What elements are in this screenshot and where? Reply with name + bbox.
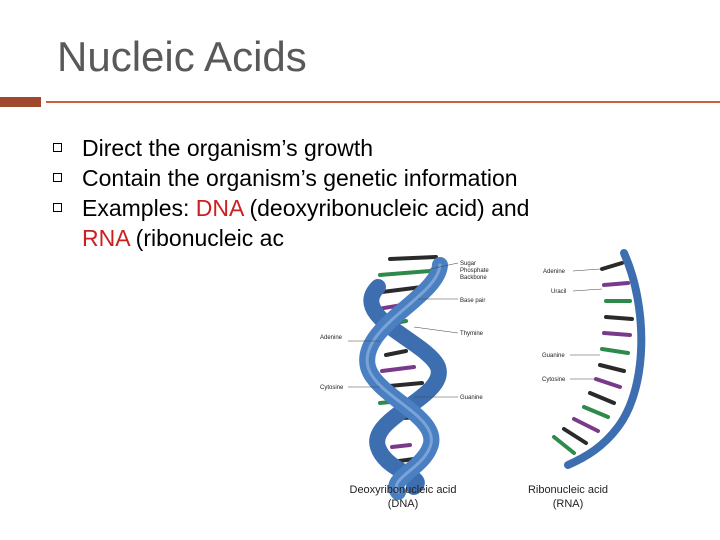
label-base-pair: Base pair <box>460 298 485 304</box>
label-cytosine: Cytosine <box>320 385 344 391</box>
rna-backbone-strand <box>564 249 646 469</box>
label-sugar: Sugar <box>460 261 476 267</box>
label-phosphate: Phosphate <box>460 268 489 274</box>
dna-definition: (deoxyribonucleic acid) and <box>243 195 530 221</box>
label-backbone: Backbone <box>460 275 487 281</box>
dna-rna-illustration: Sugar Phosphate Backbone Base pair Thymi… <box>320 249 646 510</box>
rna-term: RNA <box>82 225 130 251</box>
bullet-text: Contain the organism’s genetic informati… <box>82 165 518 191</box>
dna-term: DNA <box>195 195 244 221</box>
rna-caption-line1: Ribonucleic acid <box>528 484 608 496</box>
bullet-list: Direct the organism’s growth Contain the… <box>53 133 529 253</box>
bullet-text: Examples: <box>82 195 196 221</box>
label-thymine: Thymine <box>460 331 484 337</box>
square-bullet-icon <box>53 203 62 212</box>
bullet-item: Examples: DNA (deoxyribonucleic acid) an… <box>53 193 529 253</box>
square-bullet-icon <box>53 143 62 152</box>
label-guanine: Guanine <box>460 395 483 401</box>
label-rna-adenine: Adenine <box>543 269 566 275</box>
bullet-item: Contain the organism’s genetic informati… <box>53 163 529 193</box>
bullet-item: Direct the organism’s growth <box>53 133 529 163</box>
dna-rna-diagram: Sugar Phosphate Backbone Base pair Thymi… <box>318 247 720 520</box>
divider-accent-block <box>0 97 41 107</box>
rna-definition: (ribonucleic ac <box>129 225 284 251</box>
dna-caption-line1: Deoxyribonucleic acid <box>350 484 457 496</box>
square-bullet-icon <box>53 173 62 182</box>
dna-caption-line2: (DNA) <box>388 498 419 510</box>
bullet-text: Direct the organism’s growth <box>82 135 374 161</box>
divider-line <box>46 101 720 103</box>
slide-title: Nucleic Acids <box>57 33 307 80</box>
label-rna-uracil: Uracil <box>551 289 566 295</box>
rna-caption-line2: (RNA) <box>553 498 584 510</box>
label-rna-cytosine: Cytosine <box>542 377 566 383</box>
label-adenine: Adenine <box>320 335 343 341</box>
rna-bases <box>552 261 634 455</box>
label-rna-guanine: Guanine <box>542 353 565 359</box>
title-divider <box>0 97 720 107</box>
